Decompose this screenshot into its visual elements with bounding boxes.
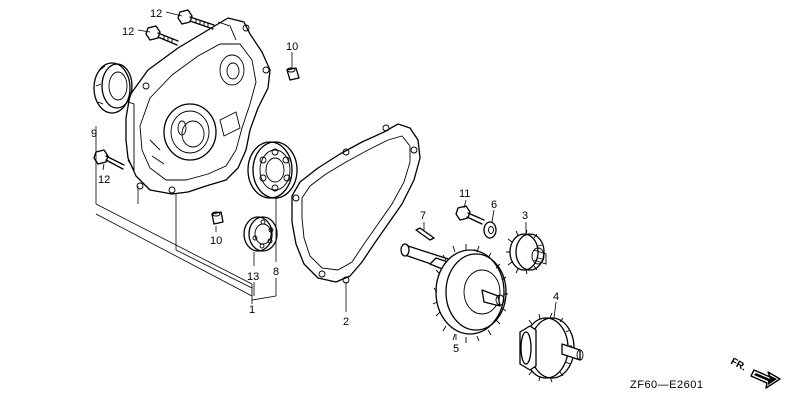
key [415,227,435,241]
gear-case-cover [125,17,271,195]
output-shaft-gear [400,243,508,343]
reduction-gear [519,312,584,383]
callout-4: 4 [553,291,559,303]
callout-8: 8 [273,266,279,278]
front-direction-label: FR. [729,356,749,373]
callout-1: 1 [249,304,255,316]
diagram-code: ZF60—E2601 [630,379,703,391]
callout-2: 2 [343,316,349,328]
oil-seal [93,62,133,114]
dowel-pin-lower [211,211,224,225]
callout-10-upper: 10 [286,41,298,53]
callout-7: 7 [420,210,426,222]
flange-bolt-top [177,9,215,30]
dowel-pin-upper [286,67,300,81]
flange-bolt-middle [145,25,179,46]
ball-bearing-small [243,216,278,252]
washer [483,221,497,239]
callout-12-lower: 12 [98,174,110,186]
callout-6: 6 [491,199,497,211]
callout-12-middle: 12 [122,26,134,38]
front-direction-arrow [750,369,781,389]
callout-labels: 12 12 10 9 12 10 13 8 1 2 7 11 6 3 5 4 [91,8,559,355]
ball-bearing-large [247,141,298,199]
idler-gear-small [506,229,547,275]
callout-13: 13 [247,271,259,283]
callout-10-lower: 10 [210,235,222,247]
callout-12-top: 12 [150,8,162,20]
callout-5: 5 [453,343,459,355]
callout-3: 3 [522,210,528,222]
leader-lines [95,11,557,340]
gasket [291,123,421,284]
callout-9: 9 [91,128,97,140]
bolt-11 [455,205,485,225]
flange-bolt-lower [93,149,125,170]
callout-11: 11 [459,188,470,200]
